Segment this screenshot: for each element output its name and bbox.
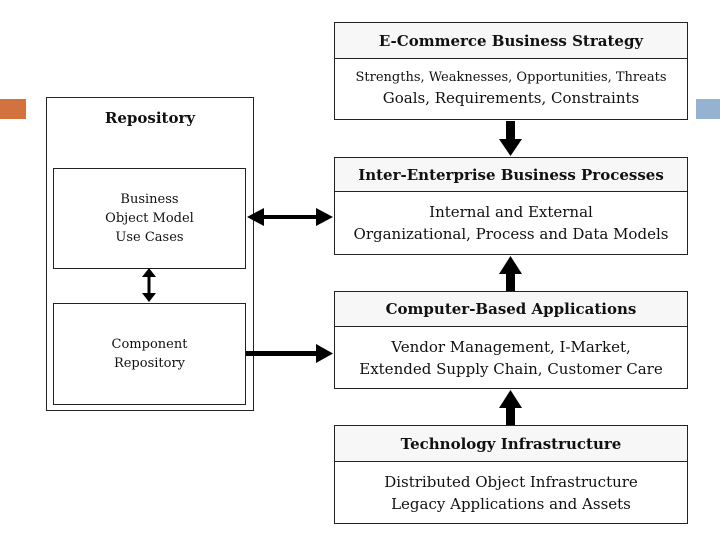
arrow-strategy-to-processes	[499, 121, 522, 156]
repository-title: Repository	[47, 98, 253, 138]
arrow-bom-component-bidirectional	[142, 268, 156, 302]
bom-line-3: Use Cases	[115, 230, 184, 245]
component-line-2: Repository	[113, 356, 186, 371]
arrow-component-to-applications	[246, 344, 333, 363]
strategy-title: E-Commerce Business Strategy	[335, 23, 687, 59]
arrow-bom-processes-bidirectional	[247, 208, 333, 226]
applications-title: Computer-Based Applications	[335, 292, 687, 327]
component-line-1: Component	[111, 337, 188, 352]
strategy-line-1: Strengths, Weaknesses, Opportunities, Th…	[355, 70, 667, 85]
bom-line-2: Object Model	[105, 211, 194, 226]
arrow-applications-to-processes	[499, 256, 522, 291]
orange-accent-bar	[0, 99, 26, 119]
infrastructure-title: Technology Infrastructure	[335, 426, 687, 462]
applications-line-1: Vendor Management, I-Market,	[391, 337, 631, 356]
processes-line-1: Internal and External	[429, 203, 593, 221]
business-object-model-box: Business Object Model Use Cases	[53, 168, 246, 269]
arrow-infrastructure-to-applications	[499, 390, 522, 425]
infrastructure-line-2: Legacy Applications and Assets	[391, 494, 631, 513]
blue-accent-bar	[696, 99, 720, 119]
strategy-line-2: Goals, Requirements, Constraints	[382, 89, 640, 107]
business-processes-box: Inter-Enterprise Business Processes Inte…	[334, 157, 688, 255]
component-repository-box: Component Repository	[53, 303, 246, 405]
ecommerce-strategy-box: E-Commerce Business Strategy Strengths, …	[334, 22, 688, 120]
infrastructure-box: Technology Infrastructure Distributed Ob…	[334, 425, 688, 524]
processes-title: Inter-Enterprise Business Processes	[335, 158, 687, 192]
processes-line-2: Organizational, Process and Data Models	[353, 225, 669, 243]
infrastructure-line-1: Distributed Object Infrastructure	[384, 472, 638, 491]
bom-line-1: Business	[120, 192, 179, 207]
applications-line-2: Extended Supply Chain, Customer Care	[359, 359, 663, 378]
applications-box: Computer-Based Applications Vendor Manag…	[334, 291, 688, 389]
